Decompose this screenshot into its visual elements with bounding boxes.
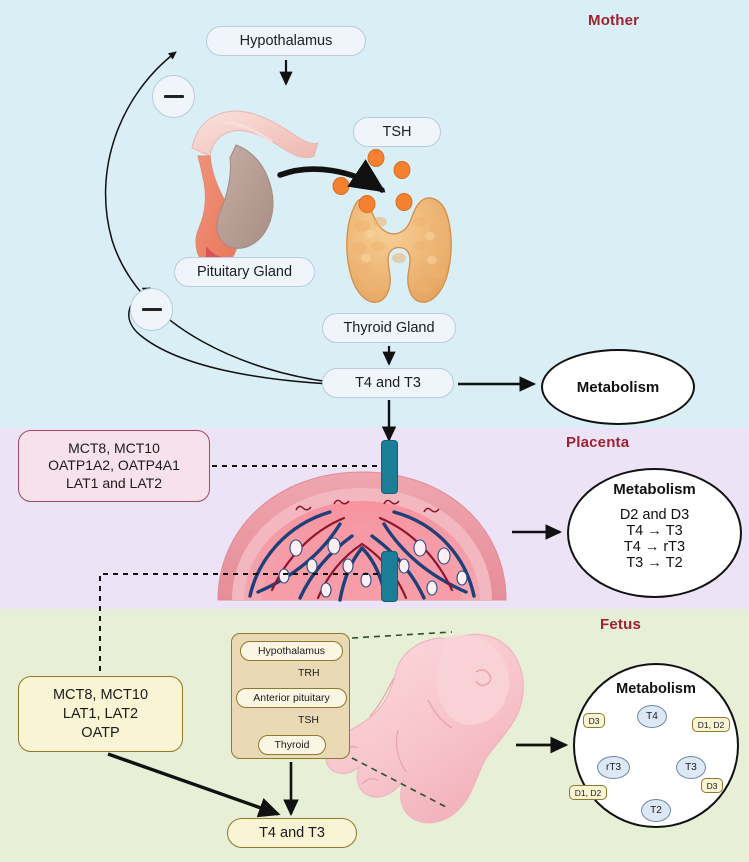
section-label-fetus: Fetus xyxy=(600,616,642,633)
label-trh: TRH xyxy=(298,667,320,679)
placental-metabolism-enzymes: D2 and D3 xyxy=(619,507,690,523)
node-pituitary-gland[interactable]: Pituitary Gland xyxy=(174,257,315,287)
reaction-1-arrow-icon: → xyxy=(647,523,662,539)
fetal-transporters-line-3: OATP xyxy=(81,724,120,741)
label-tsh-fetal: TSH xyxy=(298,714,319,726)
node-t4-and-t3-maternal[interactable]: T4 and T3 xyxy=(322,368,454,398)
node-placental-transporters[interactable]: MCT8, MCT10 OATP1A2, OATP4A1 LAT1 and LA… xyxy=(18,430,210,502)
metabolite-node-t2[interactable]: T2 xyxy=(641,799,671,822)
fetal-hpt-axis-panel: Hypothalamus TRH Anterior pituitary TSH … xyxy=(231,633,350,759)
section-label-placenta: Placenta xyxy=(566,434,630,451)
reaction-2-product: rT3 xyxy=(663,539,686,555)
metabolite-node-rt3[interactable]: rT3 xyxy=(597,756,630,779)
node-anterior-pituitary-fetal[interactable]: Anterior pituitary xyxy=(236,688,347,708)
fetal-transporters-line-2: LAT1, LAT2 xyxy=(62,705,139,722)
callout-line-bottom xyxy=(351,757,449,809)
placental-transporters-line-2: OATP1A2, OATP4A1 xyxy=(48,457,180,474)
placental-reaction-3: T3 → T2 xyxy=(626,555,682,571)
enzyme-label-d3-t3-to-t2: D3 xyxy=(701,778,723,793)
reaction-2-arrow-icon: → xyxy=(644,539,660,555)
node-metabolism-maternal[interactable]: Metabolism xyxy=(541,349,695,425)
node-metabolism-fetal[interactable]: Metabolism T4 rT3 T3 T2 D3 D1, D2 D3 D1,… xyxy=(569,663,739,828)
negative-feedback-icon-hypothalamus xyxy=(152,75,195,118)
enzyme-label-d1d2-rt3-to-t2: D1, D2 xyxy=(569,785,607,800)
reaction-3-substrate: T3 xyxy=(626,555,644,571)
metabolite-node-t4[interactable]: T4 xyxy=(637,705,667,728)
fetal-transporters-line-1: MCT8, MCT10 xyxy=(52,686,149,703)
pituitary-gland-icon xyxy=(191,110,319,269)
transporter-channel-fetal-side xyxy=(381,551,398,602)
reaction-3-product: T2 xyxy=(665,555,683,571)
fetal-metabolism-title: Metabolism xyxy=(616,681,696,697)
arrow-transporters-to-t4t3 xyxy=(107,752,281,818)
node-fetal-transporters[interactable]: MCT8, MCT10 LAT1, LAT2 OATP xyxy=(18,676,183,752)
node-hypothalamus-fetal[interactable]: Hypothalamus xyxy=(240,641,343,661)
section-label-mother: Mother xyxy=(588,12,640,29)
node-hypothalamus-maternal[interactable]: Hypothalamus xyxy=(206,26,366,56)
enzyme-label-d3-t4-to-rt3: D3 xyxy=(583,713,605,728)
tsh-particle-icons xyxy=(332,149,413,213)
fetus-icon xyxy=(325,633,524,824)
node-thyroid-fetal[interactable]: Thyroid xyxy=(258,735,326,755)
reaction-3-arrow-icon: → xyxy=(647,555,662,571)
callout-line-top xyxy=(351,631,453,639)
node-tsh-maternal[interactable]: TSH xyxy=(353,117,441,147)
node-t4-and-t3-fetal[interactable]: T4 and T3 xyxy=(227,818,357,848)
placental-metabolism-title: Metabolism xyxy=(613,481,696,498)
thyroid-gland-icon xyxy=(346,197,452,303)
transporter-channel-maternal-side xyxy=(381,440,398,494)
reaction-1-product: T3 xyxy=(665,523,683,539)
placenta-icon xyxy=(217,471,507,602)
placental-transporters-line-3: LAT1 and LAT2 xyxy=(66,474,162,491)
feedback-arrow-to-hypothalamus xyxy=(104,51,331,383)
reaction-1-substrate: T4 xyxy=(626,523,644,539)
tsh-secretion-arrow xyxy=(277,159,386,193)
node-metabolism-placental[interactable]: Metabolism D2 and D3 T4 → T3 T4 → rT3 T3… xyxy=(567,468,742,598)
negative-feedback-icon-pituitary xyxy=(130,288,173,331)
placental-transporters-line-1: MCT8, MCT10 xyxy=(68,439,160,456)
placental-reaction-1: T4 → T3 xyxy=(626,523,682,539)
placental-reaction-2: T4 → rT3 xyxy=(624,539,685,555)
reaction-2-substrate: T4 xyxy=(623,539,641,555)
node-thyroid-gland[interactable]: Thyroid Gland xyxy=(322,313,456,343)
leader-fetal-transporters xyxy=(99,573,378,676)
enzyme-label-d1d2-t4-to-t3: D1, D2 xyxy=(692,717,730,732)
metabolite-node-t3[interactable]: T3 xyxy=(676,756,706,779)
